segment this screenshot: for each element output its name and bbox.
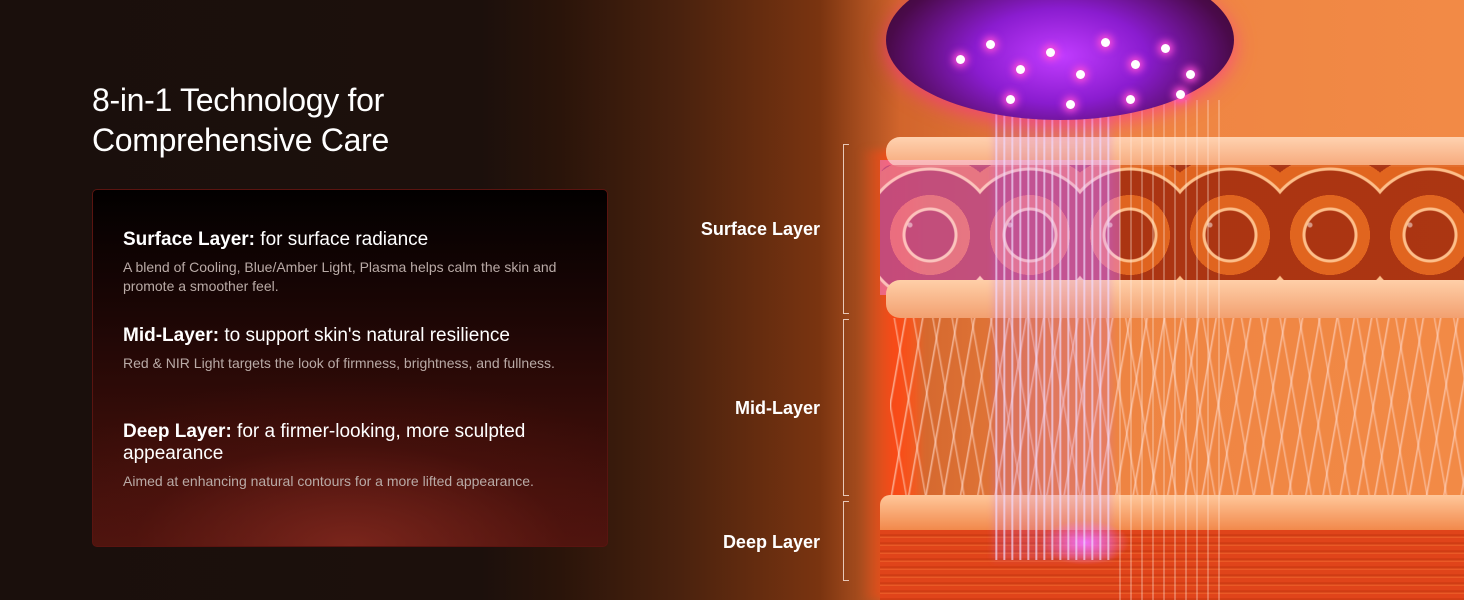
mid-layer-label: Mid-Layer — [734, 398, 820, 418]
led-icon — [1176, 90, 1185, 99]
section-name: Mid-Layer: — [123, 325, 220, 346]
led-icon — [1126, 95, 1135, 104]
led-icon — [1186, 70, 1195, 79]
page-title: 8-in-1 Technology for Comprehensive Care — [92, 80, 389, 160]
skin-layers-illustration — [840, 0, 1464, 600]
surface-layer-section: Surface Layer: for surface radiance A bl… — [123, 229, 563, 296]
section-description: Aimed at enhancing natural contours for … — [123, 473, 534, 489]
mid-layer-section: Mid-Layer: to support skin's natural res… — [123, 325, 563, 373]
led-icon — [1101, 38, 1110, 47]
section-tagline: for a firmer-looking, more sculpted appe… — [123, 421, 526, 464]
led-icon — [1161, 44, 1170, 53]
deep-layer-section: Deep Layer: for a firmer-looking, more s… — [123, 421, 563, 491]
led-icon — [956, 55, 965, 64]
light-beams-icon — [990, 90, 1110, 560]
led-icon — [986, 40, 995, 49]
led-icon — [1006, 95, 1015, 104]
section-tagline: for surface radiance — [255, 229, 429, 250]
light-beams-secondary — [1110, 100, 1220, 600]
led-icon — [1016, 65, 1025, 74]
led-icon — [1076, 70, 1085, 79]
section-description: A blend of Cooling, Blue/Amber Light, Pl… — [123, 259, 557, 294]
title-line-2: Comprehensive Care — [92, 122, 389, 158]
section-name: Deep Layer: — [123, 421, 232, 442]
surface-layer-label: Surface Layer — [700, 219, 820, 239]
deep-layer-label: Deep Layer — [722, 532, 820, 552]
led-icon — [1046, 48, 1055, 57]
layers-info-card: Surface Layer: for surface radiance A bl… — [92, 189, 608, 547]
title-line-1: 8-in-1 Technology for — [92, 82, 384, 118]
deep-layer-bracket — [843, 501, 849, 581]
led-icon — [1131, 60, 1140, 69]
mid-layer-bracket — [843, 319, 849, 496]
section-tagline: to support skin's natural resilience — [219, 325, 510, 346]
led-icon — [1066, 100, 1075, 109]
surface-layer-bracket — [843, 144, 849, 314]
section-name: Surface Layer: — [123, 229, 256, 250]
section-description: Red & NIR Light targets the look of firm… — [123, 355, 555, 371]
